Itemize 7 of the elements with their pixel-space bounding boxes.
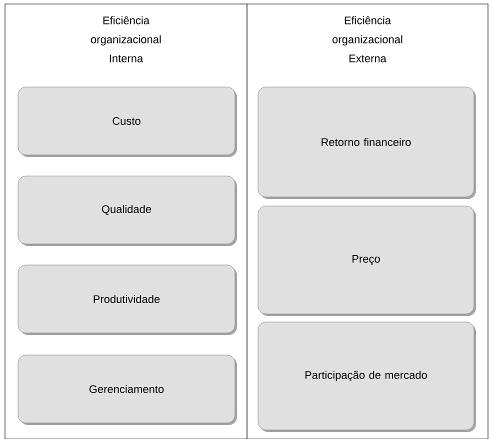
rounded-box: Custo [18,86,237,157]
rounded-box: Gerenciamento [18,354,237,425]
rounded-box: Retorno financeiro [258,86,476,199]
rounded-box: Qualidade [18,176,237,246]
rounded-box: Preço [258,206,476,316]
rounded-box: Participação de mercado [258,322,476,432]
rounded-box: Produtividade [18,264,237,335]
